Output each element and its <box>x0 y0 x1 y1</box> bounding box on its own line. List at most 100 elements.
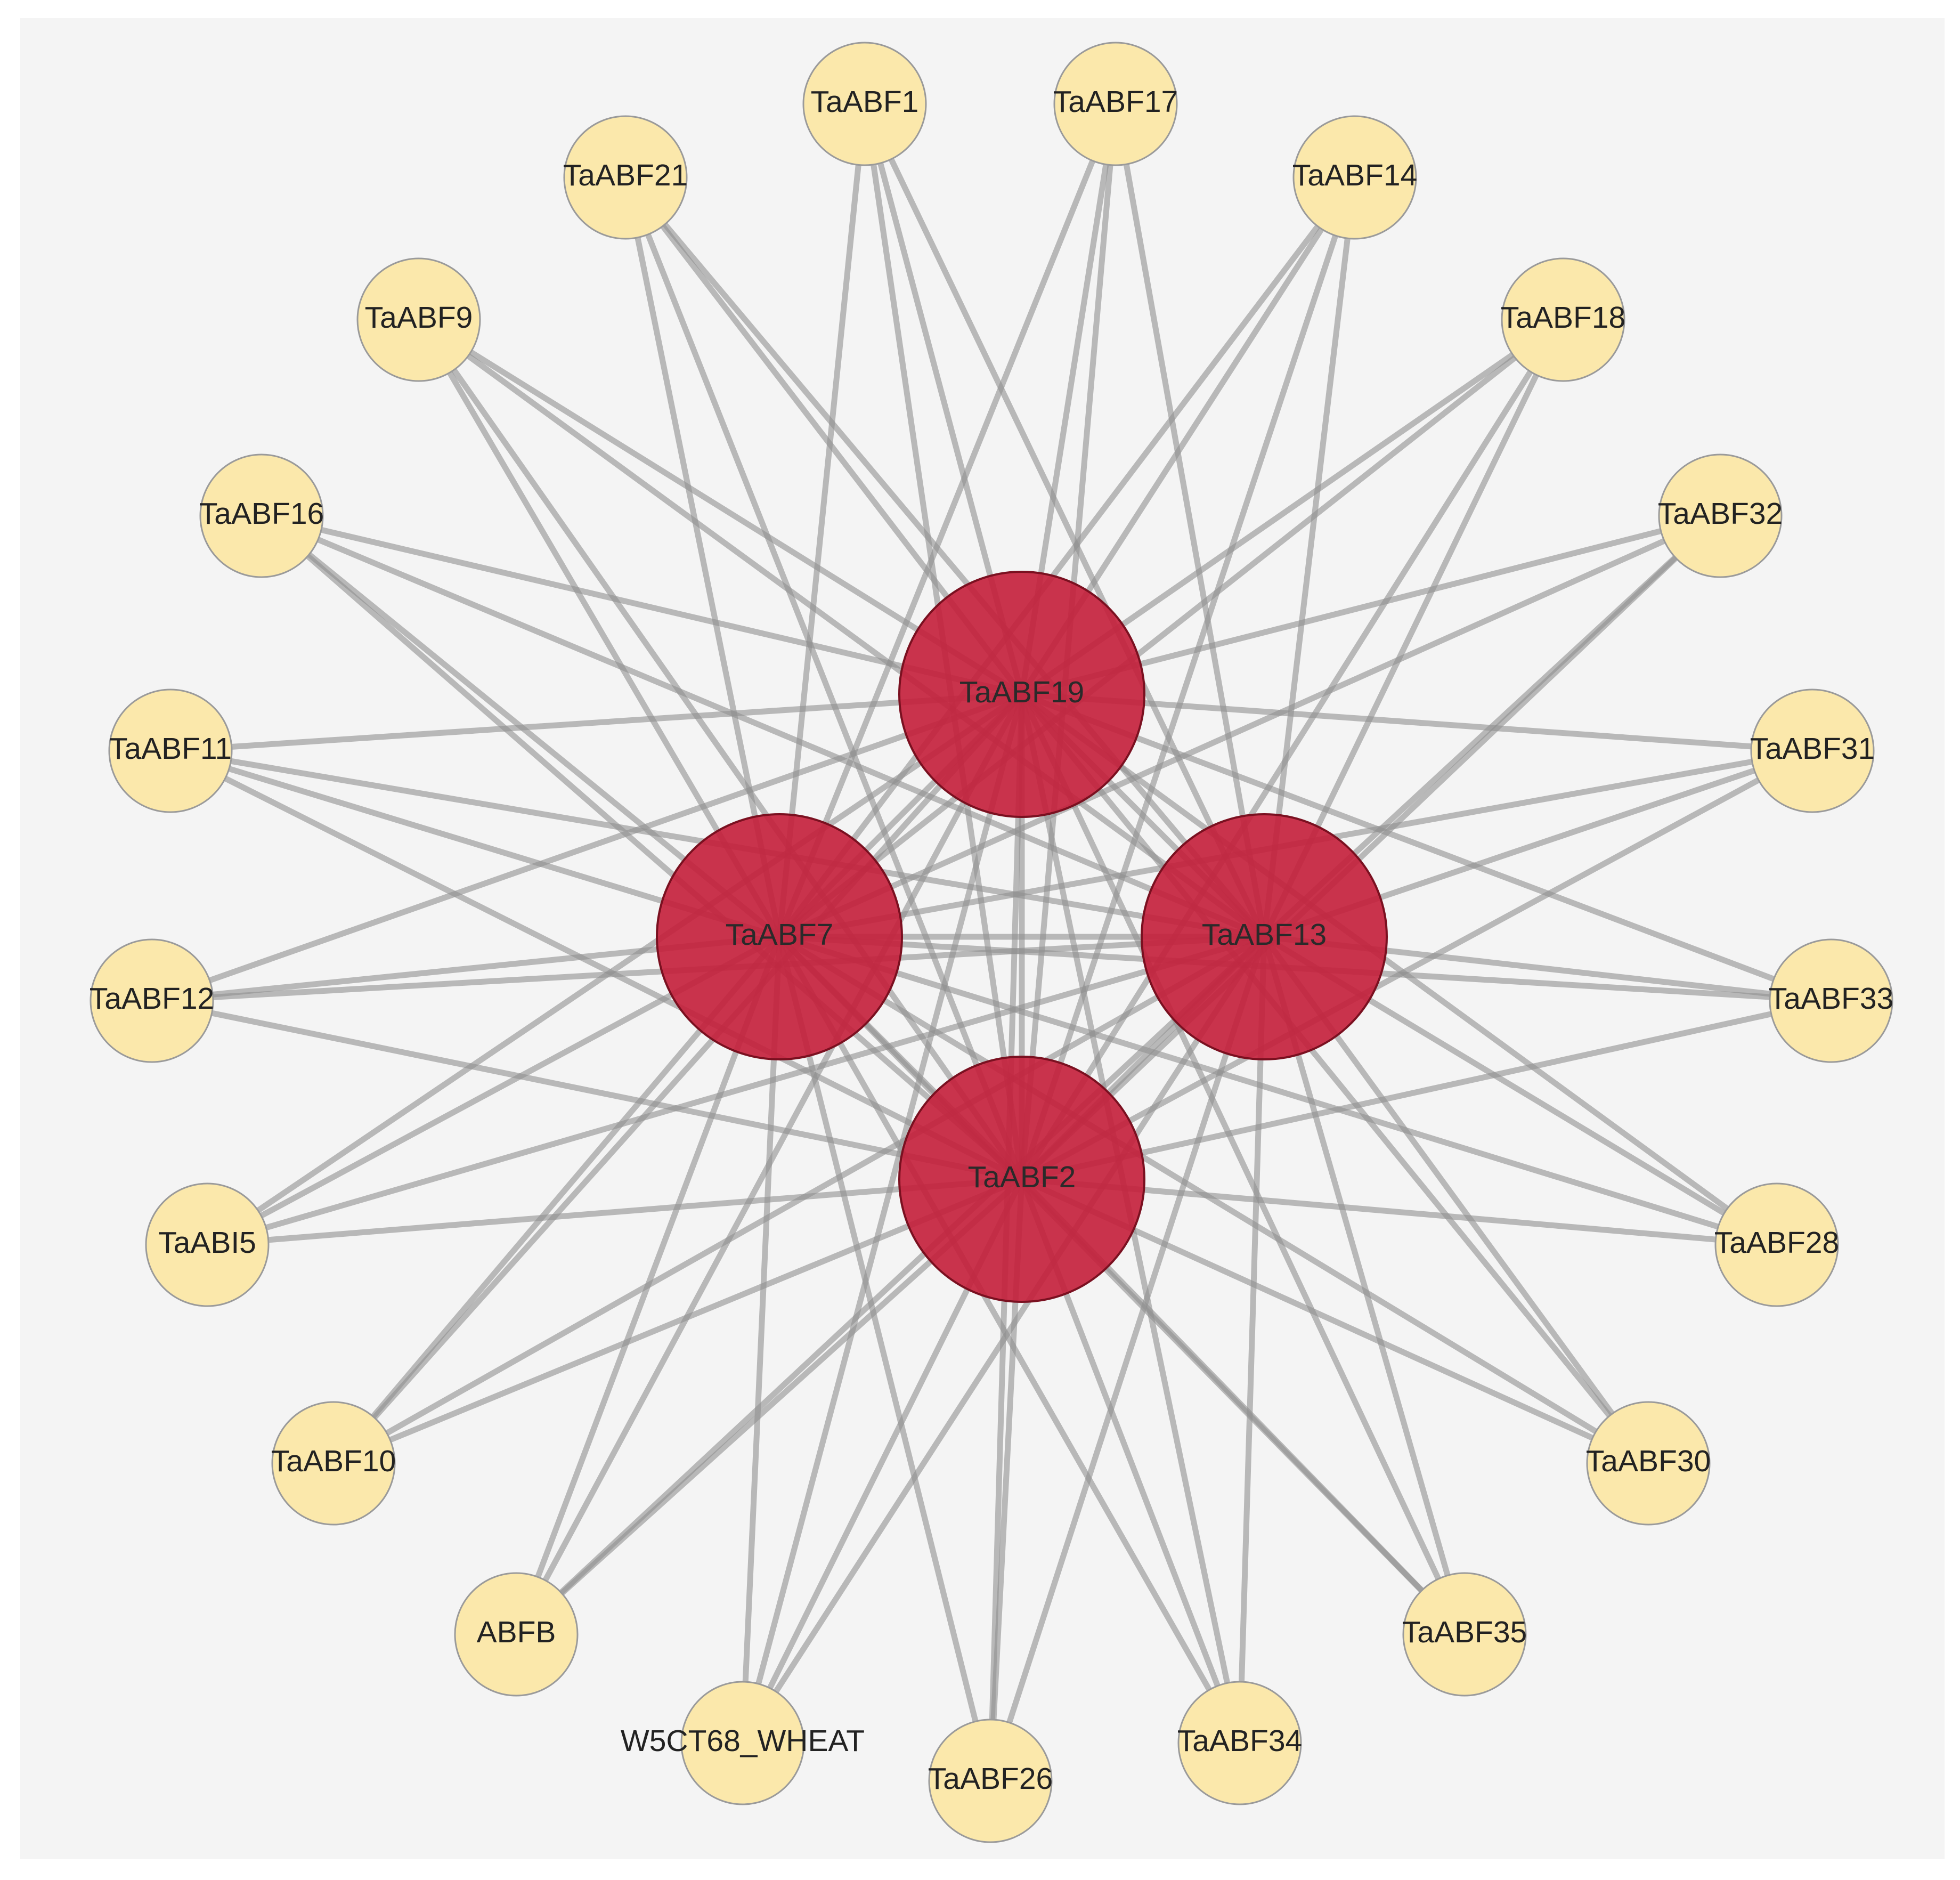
edge-taabf21-taabf2 <box>622 174 1025 1182</box>
node-circle <box>90 938 214 1063</box>
node-taabf35[interactable]: TaABF35 <box>1402 1572 1527 1697</box>
edge-taabf30-taabf7 <box>776 934 1652 1466</box>
edge-taabf14-taabf2 <box>1019 174 1358 1182</box>
node-circle <box>1501 257 1625 382</box>
node-taabf30[interactable]: TaABF30 <box>1586 1401 1711 1526</box>
node-circle <box>271 1401 396 1526</box>
node-taabf12[interactable]: TaABF12 <box>90 938 214 1063</box>
node-circle <box>1586 1401 1711 1526</box>
node-taabf32[interactable]: TaABF32 <box>1658 453 1783 578</box>
hub-taabf7[interactable]: TaABF7 <box>656 813 903 1060</box>
node-taabi5[interactable]: TaABI5 <box>145 1182 270 1307</box>
node-circle <box>1292 115 1417 240</box>
node-abfb[interactable]: ABFB <box>454 1572 579 1697</box>
edge-taabf17-taabf7 <box>776 101 1119 940</box>
node-taabf28[interactable]: TaABF28 <box>1714 1182 1839 1307</box>
node-taabf16[interactable]: TaABF16 <box>199 453 324 578</box>
edge-taabf32-taabf2 <box>1019 513 1723 1182</box>
edge-taabf1-taabf7 <box>776 101 868 940</box>
edge-taabf18-taabf7 <box>776 317 1566 940</box>
edge-taabf26-taabf13 <box>987 934 1267 1784</box>
edge-abfb-taabf13 <box>513 934 1267 1638</box>
hub-label: TaABF13 <box>1202 918 1327 952</box>
node-taabf17[interactable]: TaABF17 <box>1053 42 1178 166</box>
node-circle <box>928 1719 1053 1843</box>
edge-taabf33-taabf2 <box>1019 998 1834 1182</box>
node-taabf18[interactable]: TaABF18 <box>1501 257 1625 382</box>
node-label: TaABF10 <box>271 1444 396 1478</box>
edge-taabi5-taabf2 <box>204 1176 1025 1248</box>
node-circle <box>454 1572 579 1697</box>
hub-label: TaABF7 <box>726 918 834 952</box>
node-circle <box>1402 1572 1527 1697</box>
edge-taabf9-taabf13 <box>416 317 1267 940</box>
node-label: TaABF1 <box>811 85 919 119</box>
hub-label: TaABF2 <box>968 1160 1076 1194</box>
node-circle <box>1750 688 1875 813</box>
hub-taabf2[interactable]: TaABF2 <box>898 1056 1145 1303</box>
node-label: TaABF28 <box>1714 1226 1839 1260</box>
edge-taabf14-taabf13 <box>1261 174 1358 940</box>
edge-taabf12-taabf2 <box>149 998 1025 1182</box>
node-circle <box>1053 42 1178 166</box>
edge-taabf10-taabf2 <box>330 1176 1025 1466</box>
node-label: TaABF31 <box>1750 732 1875 766</box>
node-label: W5CT68_WHEAT <box>621 1724 865 1758</box>
hub-circle <box>898 1056 1145 1303</box>
node-label: TaABF17 <box>1053 85 1178 119</box>
node-taabf11[interactable]: TaABF11 <box>108 688 233 813</box>
node-taabf9[interactable]: TaABF9 <box>356 257 481 382</box>
edge-taabf11-taabf19 <box>167 691 1025 754</box>
node-taabf31[interactable]: TaABF31 <box>1750 688 1875 813</box>
node-label: TaABF12 <box>90 982 214 1016</box>
edge-taabf30-taabf19 <box>1019 691 1652 1466</box>
edge-taabf28-taabf19 <box>1019 691 1780 1248</box>
node-label: TaABF30 <box>1586 1444 1711 1478</box>
edge-taabf16-taabf2 <box>258 513 1025 1182</box>
hub-taabf13[interactable]: TaABF13 <box>1141 813 1388 1060</box>
hub-label: TaABF19 <box>959 675 1084 709</box>
node-taabf14[interactable]: TaABF14 <box>1292 115 1417 240</box>
node-label: TaABI5 <box>158 1226 256 1260</box>
edge-taabf1-taabf13 <box>861 101 1267 940</box>
node-circle <box>802 42 927 166</box>
node-taabf21[interactable]: TaABF21 <box>563 115 688 240</box>
node-label: ABFB <box>477 1615 556 1649</box>
outer-node-layer: TaABF1 TaABF17TaABF14TaABF18TaABF32TaABF3… <box>90 42 1893 1843</box>
node-label: TaABF32 <box>1658 497 1783 531</box>
node-label: TaABF34 <box>1177 1724 1302 1758</box>
node-label: TaABF11 <box>109 732 232 766</box>
node-circle <box>145 1182 270 1307</box>
edge-taabf33-taabf19 <box>1019 691 1834 1004</box>
edge-w5ct68-wheat-taabf19 <box>739 691 1025 1746</box>
node-label: TaABF16 <box>199 497 324 531</box>
node-label: TaABF9 <box>365 301 473 335</box>
hub-circle <box>656 813 903 1060</box>
edge-taabi5-taabf13 <box>204 934 1267 1248</box>
node-circle <box>356 257 481 382</box>
node-label: TaABF33 <box>1769 982 1893 1016</box>
node-circle <box>680 1681 805 1805</box>
edge-taabf10-taabf19 <box>330 691 1025 1466</box>
node-taabf10[interactable]: TaABF10 <box>271 1401 396 1526</box>
edge-taabf21-taabf7 <box>622 174 783 940</box>
edge-taabf28-taabf2 <box>1019 1176 1780 1248</box>
edge-abfb-taabf19 <box>513 691 1025 1638</box>
node-circle <box>1658 453 1783 578</box>
node-w5ct68-wheat[interactable]: W5CT68_WHEAT <box>621 1681 865 1805</box>
node-taabf1[interactable]: TaABF1 <box>802 42 927 166</box>
node-taabf33[interactable]: TaABF33 <box>1769 938 1893 1063</box>
edge-taabf16-taabf13 <box>258 513 1267 940</box>
node-circle <box>199 453 324 578</box>
hub-taabf19[interactable]: TaABF19 <box>898 571 1145 818</box>
node-taabf34[interactable]: TaABF34 <box>1177 1681 1302 1805</box>
edge-taabf18-taabf2 <box>1019 317 1566 1182</box>
node-label: TaABF18 <box>1501 301 1625 335</box>
edge-taabf34-taabf7 <box>776 934 1243 1746</box>
node-label: TaABF35 <box>1402 1615 1527 1649</box>
node-taabf26[interactable]: TaABF26 <box>928 1719 1053 1843</box>
node-circle <box>1769 938 1893 1063</box>
node-label: TaABF21 <box>563 158 688 192</box>
